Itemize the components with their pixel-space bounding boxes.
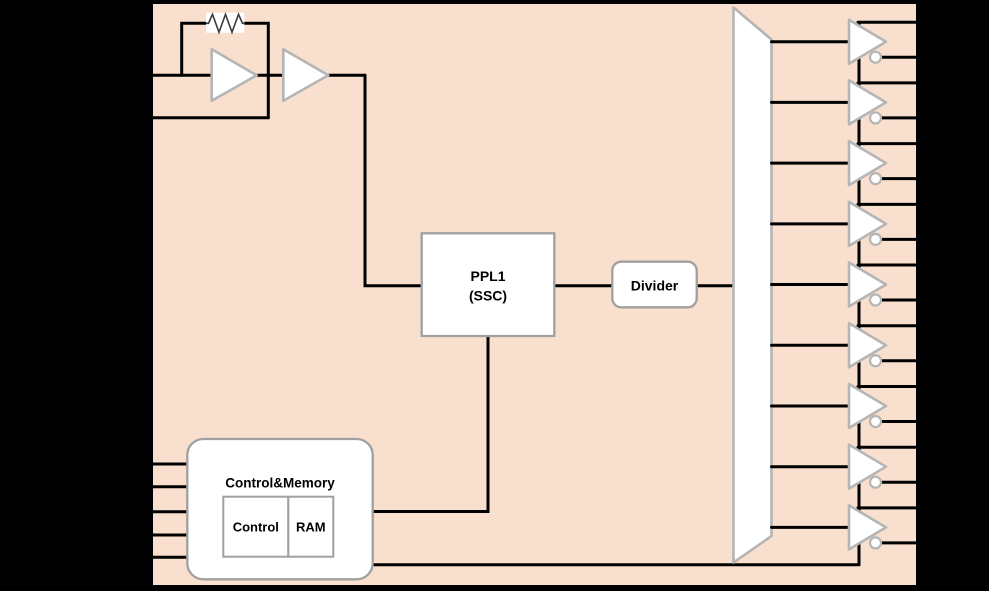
xtal-pin-dot xyxy=(147,114,154,121)
pll-block: PPL1 (SSC) xyxy=(420,232,556,338)
output-buffer-cell xyxy=(770,382,921,430)
output-pin-dot xyxy=(916,384,921,389)
output-pin-dot xyxy=(916,358,921,363)
inverter-bubble-icon xyxy=(868,536,883,550)
output-pin-dot xyxy=(916,115,921,121)
amplifier-icon xyxy=(281,47,330,102)
divider-label: Divider xyxy=(631,277,679,293)
crystal-oscillator xyxy=(206,11,330,102)
output-buffers xyxy=(770,18,921,551)
control-memory-title: Control&Memory xyxy=(225,476,335,491)
control-sub-box xyxy=(222,495,290,558)
amplifier-icon xyxy=(847,504,888,551)
pll-block-box xyxy=(420,232,556,338)
output-pin-dot xyxy=(916,176,921,181)
xtal-pin-dot xyxy=(147,72,154,79)
output-pin-dot xyxy=(916,297,921,303)
inverter-bubble-icon xyxy=(868,354,883,368)
amplifier-icon xyxy=(847,139,888,187)
output-pin-dot xyxy=(916,237,921,242)
inverter-bubble-icon xyxy=(868,111,883,125)
amplifier-icon xyxy=(847,200,888,248)
control-pin-dot xyxy=(147,460,154,468)
amplifier-icon xyxy=(210,47,259,102)
inverter-bubble-icon xyxy=(868,50,883,64)
inverter-bubble-icon xyxy=(868,414,883,429)
amplifier-icon xyxy=(847,79,888,126)
output-buffer-cell xyxy=(770,443,921,490)
output-buffer-cell xyxy=(770,79,921,126)
amplifier-icon xyxy=(847,443,888,490)
control-sub-label: Control xyxy=(233,520,279,535)
output-pin-dot xyxy=(916,80,921,86)
ram-sub-label: RAM xyxy=(296,520,326,535)
output-pin-dot xyxy=(916,505,921,511)
output-pin-dot xyxy=(916,444,921,450)
control-pin-dot xyxy=(147,508,154,515)
control-pin-dot xyxy=(147,483,154,490)
divider-block-box xyxy=(611,260,698,309)
inverter-bubble-icon xyxy=(868,475,883,489)
pll-label-line1: PPL1 xyxy=(470,268,505,284)
osc-to-pll-wire xyxy=(363,73,424,288)
output-pin-dot xyxy=(916,262,921,268)
output-pin-dot xyxy=(916,479,921,485)
amplifier-icon xyxy=(847,261,888,308)
mux-icon xyxy=(732,6,773,564)
amplifier-icon xyxy=(847,382,888,430)
output-pin-dot xyxy=(916,202,921,207)
inverter-bubble-icon xyxy=(868,232,883,246)
ram-sub-box xyxy=(287,495,335,558)
left-pin-dots xyxy=(147,72,154,561)
pll-to-control-wire xyxy=(371,334,490,513)
output-pin-dot xyxy=(916,323,921,328)
control-memory-block: Control&Memory Control RAM xyxy=(186,437,374,581)
output-buffer-cell xyxy=(770,139,921,187)
output-buffer-cell xyxy=(770,321,921,369)
output-pin-dot xyxy=(916,20,921,25)
output-buffer-cell xyxy=(770,261,921,308)
output-pin-dot xyxy=(916,540,921,546)
output-buffer-cell xyxy=(770,200,921,248)
pll-label-line2: (SSC) xyxy=(469,288,507,304)
control-pin-dot xyxy=(147,554,154,561)
amplifier-icon xyxy=(847,321,888,369)
inverter-bubble-icon xyxy=(868,172,883,186)
control-pin-dot xyxy=(147,531,154,539)
output-buffer-cell xyxy=(770,504,921,551)
output-pin-dot xyxy=(916,55,921,60)
output-buffer-cell xyxy=(770,18,921,66)
output-pin-dot xyxy=(916,419,921,424)
divider-block: Divider xyxy=(611,260,698,309)
inverter-bubble-icon xyxy=(868,293,883,307)
output-pin-dot xyxy=(916,141,921,146)
amplifier-icon xyxy=(847,18,888,66)
resistor-body xyxy=(206,12,245,33)
resistor-icon xyxy=(206,11,245,35)
